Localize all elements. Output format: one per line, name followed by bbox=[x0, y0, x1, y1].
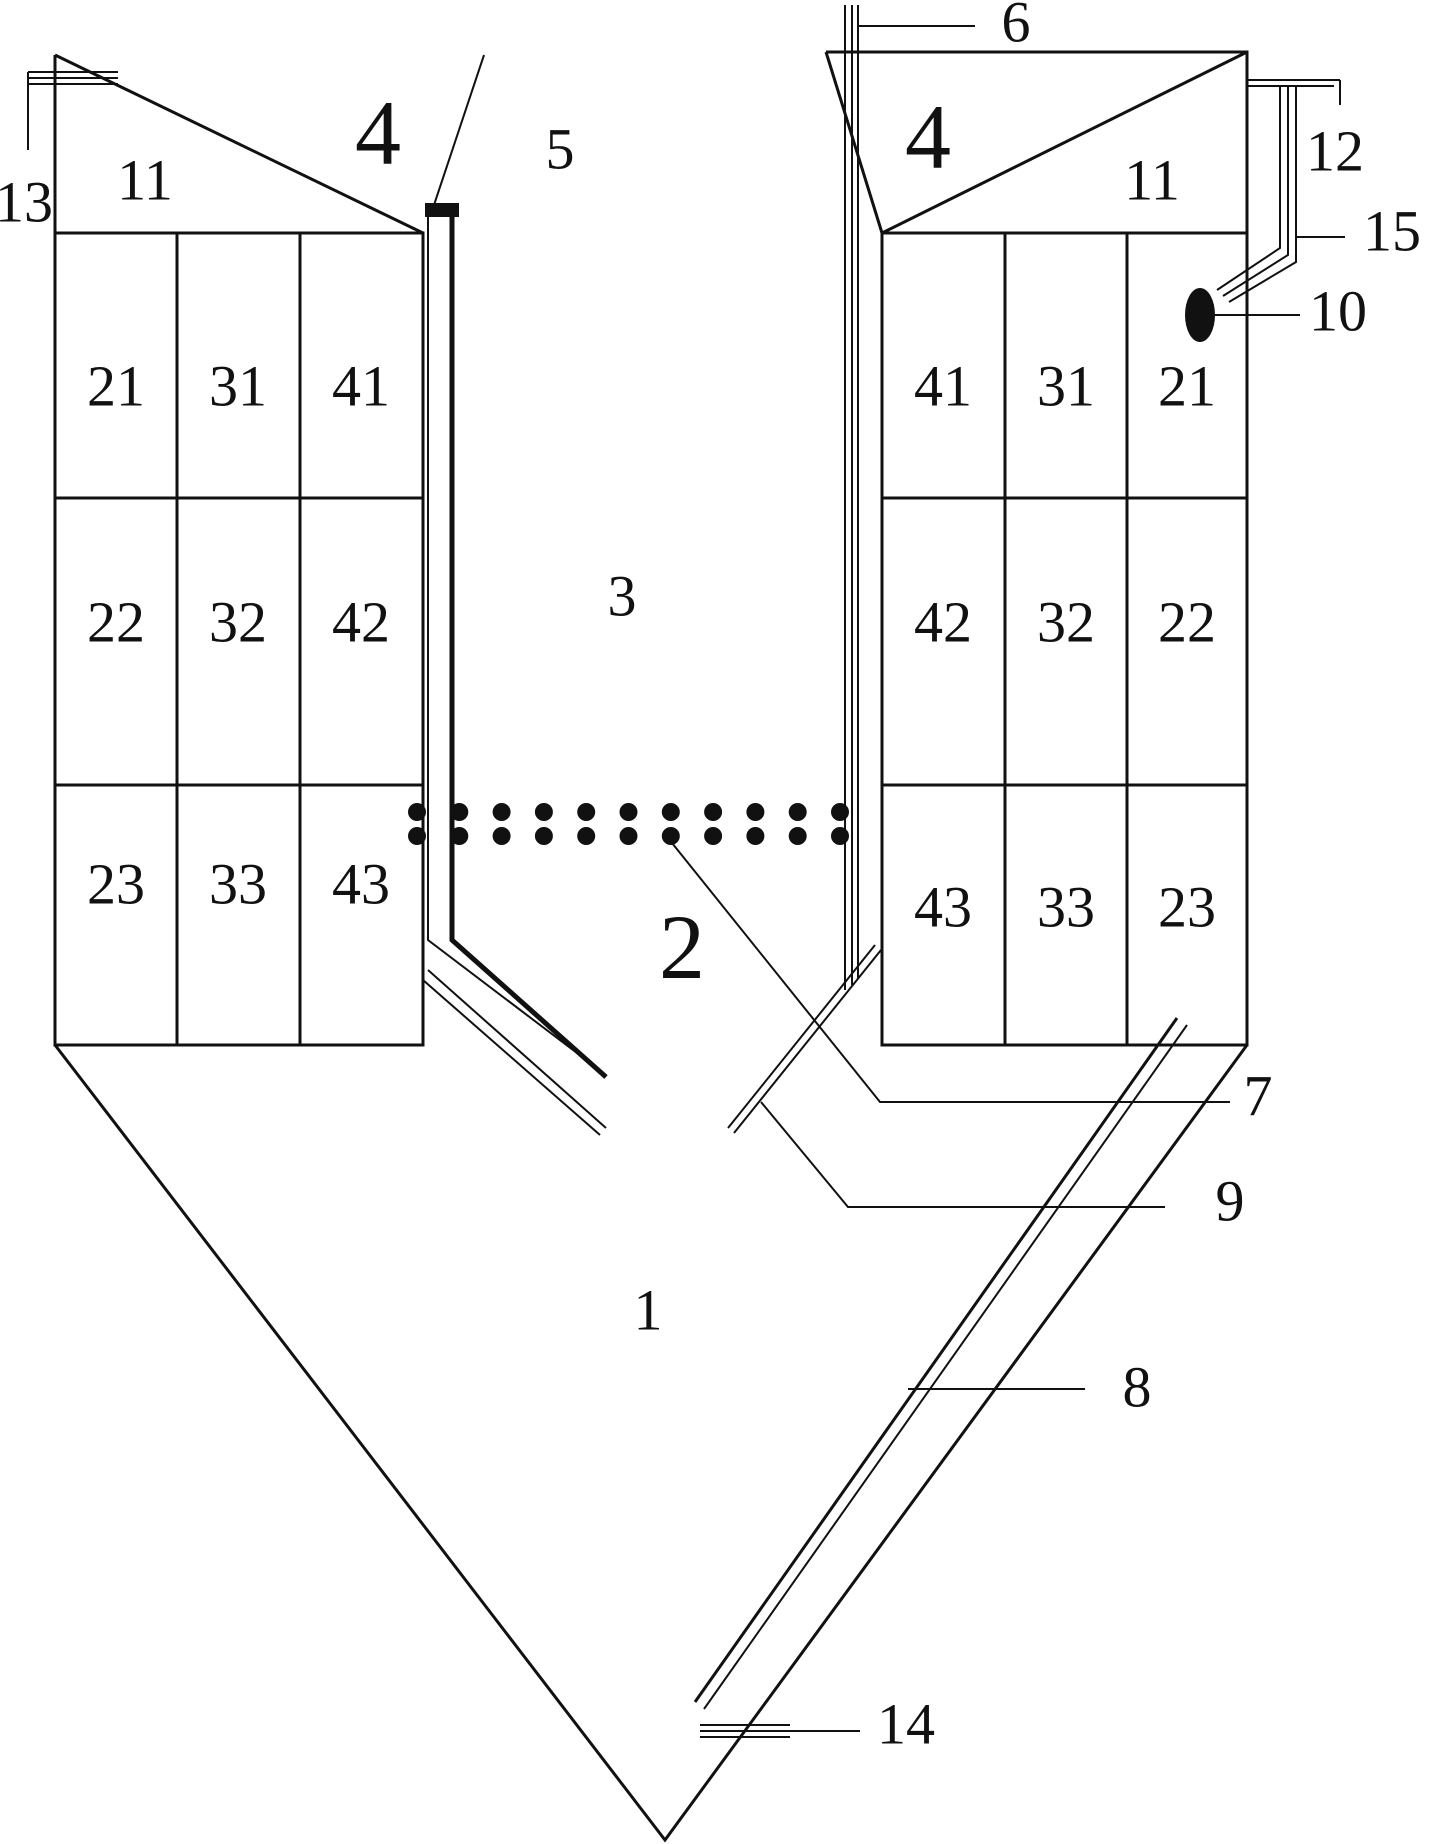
left-baffle-outer bbox=[449, 212, 608, 1079]
label-8: 8 bbox=[1123, 1354, 1152, 1419]
label-4-left: 4 bbox=[355, 82, 401, 184]
aerator-dot bbox=[619, 827, 638, 845]
aerator-dot bbox=[408, 803, 426, 821]
left-cell-label: 23 bbox=[87, 851, 145, 916]
pipe-15-line bbox=[1228, 86, 1297, 303]
hopper-cone bbox=[53, 1044, 1249, 1843]
label-10: 10 bbox=[1309, 278, 1367, 343]
pipe-13 bbox=[27, 71, 118, 150]
label-15: 15 bbox=[1363, 198, 1421, 263]
label-4-right: 4 bbox=[905, 86, 951, 188]
pipe-9 bbox=[727, 944, 1165, 1208]
pipe-8 bbox=[693, 1017, 1188, 1710]
aerator-dot bbox=[746, 803, 765, 821]
right-cell-label: 42 bbox=[914, 589, 972, 654]
aerator-dot bbox=[577, 803, 596, 821]
label-11-right: 11 bbox=[1124, 147, 1180, 212]
label-5: 5 bbox=[546, 116, 575, 181]
part-labels: 1 2 3 4 4 5 6 7 8 9 10 11 11 12 13 14 15 bbox=[0, 0, 1421, 1756]
pipe-9-line bbox=[733, 949, 882, 1134]
label-5-leader-top bbox=[433, 54, 485, 206]
pipe-14 bbox=[700, 1724, 860, 1738]
zone-3-label: 3 bbox=[608, 563, 637, 628]
label-9: 9 bbox=[1216, 1168, 1245, 1233]
pipe-6 bbox=[844, 5, 975, 990]
label-7: 7 bbox=[1244, 1063, 1273, 1128]
aerator-dot bbox=[450, 827, 469, 845]
aerator-dot bbox=[661, 803, 680, 821]
right-cell-label: 32 bbox=[1037, 589, 1095, 654]
pipe-12 bbox=[1185, 79, 1345, 342]
right-cell-label: 21 bbox=[1158, 353, 1216, 418]
label-11-left: 11 bbox=[117, 147, 173, 212]
left-baffle bbox=[422, 54, 608, 1136]
aerator-dot bbox=[534, 803, 553, 821]
left-baffle-lower bbox=[427, 969, 607, 1129]
aerator-dot bbox=[661, 827, 680, 845]
left-cell-label: 22 bbox=[87, 589, 145, 654]
aerator-dot bbox=[788, 827, 807, 845]
right-roof-left-slope bbox=[824, 51, 884, 234]
label-13: 13 bbox=[0, 169, 53, 234]
aerator-dot bbox=[408, 827, 426, 845]
pipe-15-line bbox=[1216, 86, 1281, 291]
aerator-dot bbox=[492, 827, 511, 845]
right-cell-label: 22 bbox=[1158, 589, 1216, 654]
probe-10 bbox=[1185, 288, 1215, 342]
left-cell-label: 21 bbox=[87, 353, 145, 418]
aerator-dot bbox=[704, 827, 723, 845]
pipe-15-line bbox=[1222, 86, 1289, 297]
left-cell-label: 31 bbox=[209, 353, 267, 418]
aerator-dot bbox=[704, 803, 723, 821]
left-cell-label: 41 bbox=[332, 353, 390, 418]
aerator-dot bbox=[534, 827, 553, 845]
pipe-8-line bbox=[703, 1024, 1188, 1710]
aerator-dot bbox=[619, 803, 638, 821]
left-baffle-inner bbox=[427, 212, 603, 1073]
left-cell-label: 42 bbox=[332, 589, 390, 654]
aerator-dot bbox=[831, 803, 849, 821]
label-7-leader bbox=[667, 837, 1230, 1103]
aerator-dot bbox=[492, 803, 511, 821]
right-cell-label: 23 bbox=[1158, 874, 1216, 939]
aerator-dot bbox=[831, 827, 849, 845]
right-grid-labels: 41 31 21 42 32 22 43 33 23 bbox=[914, 353, 1216, 939]
right-cell-label: 31 bbox=[1037, 353, 1095, 418]
left-grid-labels: 21 31 41 22 32 42 23 33 43 bbox=[87, 353, 390, 916]
right-compartment-outline bbox=[826, 50, 1249, 1047]
zone-1-label: 1 bbox=[634, 1277, 663, 1342]
right-cell-label: 33 bbox=[1037, 874, 1095, 939]
aerator-dot bbox=[577, 827, 596, 845]
aerator-dot bbox=[788, 803, 807, 821]
pipe-8-line bbox=[693, 1017, 1179, 1703]
right-compartment bbox=[824, 50, 1249, 1047]
aerator-dot bbox=[746, 827, 765, 845]
label-12: 12 bbox=[1306, 118, 1364, 183]
left-baffle-lower bbox=[422, 979, 601, 1136]
left-cell-label: 33 bbox=[209, 851, 267, 916]
left-cell-label: 43 bbox=[332, 851, 390, 916]
left-cell-label: 32 bbox=[209, 589, 267, 654]
label-9-leader bbox=[760, 1101, 1165, 1208]
right-cell-label: 43 bbox=[914, 874, 972, 939]
label-6: 6 bbox=[1002, 0, 1031, 54]
right-cell-label: 41 bbox=[914, 353, 972, 418]
aerator-dots bbox=[408, 803, 849, 845]
zone-2-label: 2 bbox=[659, 896, 705, 998]
label-14: 14 bbox=[877, 1691, 935, 1756]
aerator-dot bbox=[450, 803, 469, 821]
right-roof-slope bbox=[881, 50, 1248, 235]
pipe-9-line bbox=[727, 944, 876, 1129]
